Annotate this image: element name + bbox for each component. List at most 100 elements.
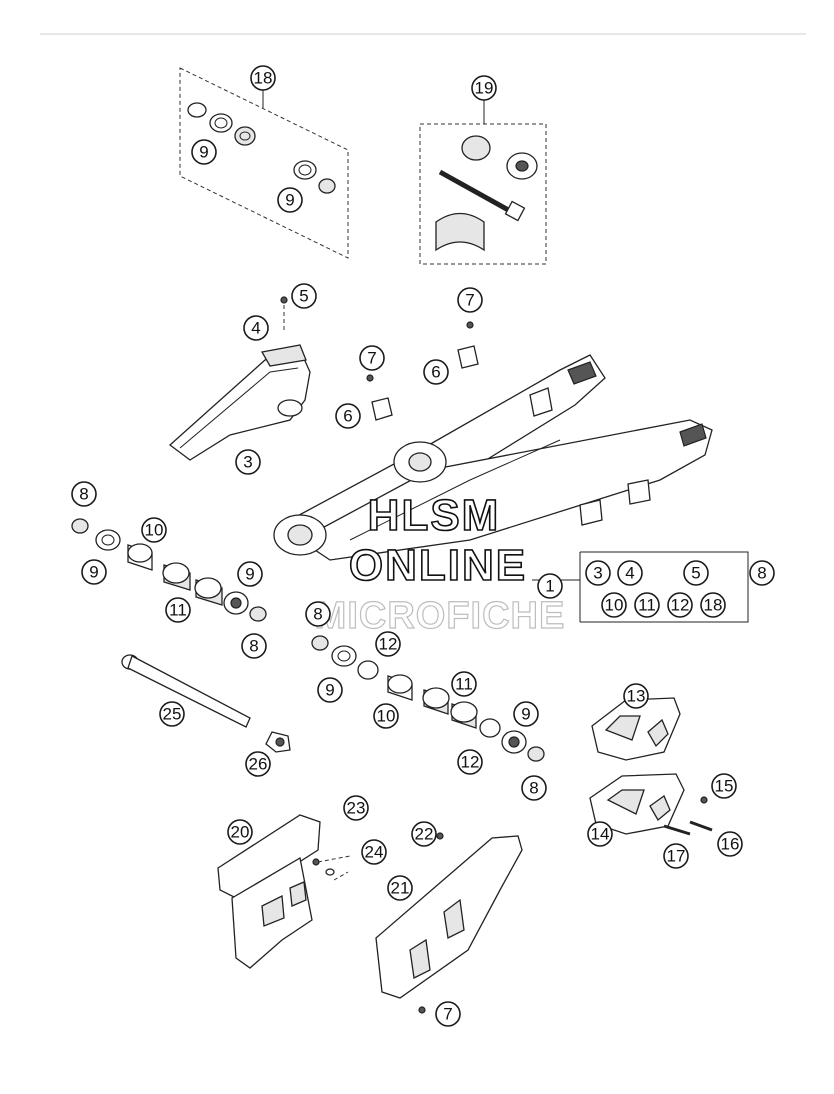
watermark-line2: ONLINE: [349, 541, 527, 590]
svg-text:9: 9: [245, 565, 254, 584]
svg-text:4: 4: [251, 319, 260, 338]
callout-8-left-bottom: 8: [241, 633, 267, 659]
callout-13: 13: [623, 683, 649, 709]
svg-text:22: 22: [415, 825, 434, 844]
svg-text:10: 10: [145, 521, 164, 540]
callout-kit-10: 10: [601, 592, 627, 618]
svg-text:11: 11: [638, 596, 656, 615]
callout-kit-3: 3: [585, 560, 611, 586]
callout-18-top: 18: [250, 65, 276, 91]
callout-8-left-top: 8: [71, 481, 97, 507]
callout-20: 20: [227, 819, 253, 845]
callout-kit-11: 11: [634, 592, 660, 618]
swingarm: [273, 354, 713, 561]
svg-text:5: 5: [299, 287, 308, 306]
svg-text:5: 5: [691, 564, 700, 583]
svg-text:10: 10: [605, 596, 624, 615]
callout-6-left: 6: [335, 403, 361, 429]
svg-text:17: 17: [667, 847, 686, 866]
callout-kit-12: 12: [667, 592, 693, 618]
callout-6-right: 6: [423, 359, 449, 385]
left-pivot-parts: [71, 518, 267, 622]
chain-guide-clips: [366, 321, 479, 421]
callout-14: 14: [587, 821, 613, 847]
callout-24: 24: [361, 839, 387, 865]
callout-17: 17: [663, 843, 689, 869]
callout-7-bottom: 7: [435, 1001, 461, 1027]
callout-26: 26: [245, 751, 271, 777]
svg-text:8: 8: [79, 485, 88, 504]
callout-22: 22: [411, 821, 437, 847]
callout-1: 1: [537, 573, 563, 599]
svg-text:18: 18: [704, 596, 723, 615]
svg-text:25: 25: [163, 705, 182, 724]
svg-text:8: 8: [313, 605, 322, 624]
callout-8-right-top: 8: [305, 601, 331, 627]
svg-text:4: 4: [625, 564, 634, 583]
svg-text:8: 8: [529, 779, 538, 798]
callout-kit-8: 8: [749, 560, 775, 586]
svg-text:15: 15: [715, 777, 734, 796]
svg-text:7: 7: [443, 1005, 452, 1024]
callout-23: 23: [343, 795, 369, 821]
svg-text:8: 8: [757, 564, 766, 583]
svg-text:10: 10: [377, 707, 396, 726]
callout-15: 15: [711, 773, 737, 799]
svg-text:12: 12: [671, 596, 690, 615]
chain-guide: [589, 697, 713, 836]
svg-text:9: 9: [325, 681, 334, 700]
callout-19: 19: [471, 75, 497, 101]
callout-9-right-b: 9: [513, 701, 539, 727]
callout-21: 21: [387, 875, 413, 901]
chain-guard-left: [217, 814, 335, 969]
right-pivot-parts: [311, 635, 545, 762]
svg-text:24: 24: [365, 843, 384, 862]
callout-12-right-top: 12: [375, 631, 401, 657]
svg-text:3: 3: [593, 564, 602, 583]
svg-text:9: 9: [199, 143, 208, 162]
svg-text:11: 11: [169, 601, 187, 620]
svg-text:16: 16: [721, 835, 740, 854]
svg-text:20: 20: [231, 823, 250, 842]
callout-12-right-bottom: 12: [457, 749, 483, 775]
callout-9-left-b: 9: [237, 561, 263, 587]
svg-text:7: 7: [367, 349, 376, 368]
watermark-line3: MICROFICHE: [315, 595, 566, 637]
chain-slider: [168, 296, 311, 461]
svg-text:12: 12: [461, 753, 480, 772]
svg-text:6: 6: [431, 363, 440, 382]
callout-5-slider: 5: [291, 283, 317, 309]
bearing-kit-box: [179, 67, 349, 259]
callout-25: 25: [159, 701, 185, 727]
svg-text:18: 18: [254, 69, 273, 88]
svg-text:1: 1: [545, 577, 554, 596]
leader-lines: [317, 855, 351, 881]
svg-text:26: 26: [249, 755, 268, 774]
svg-text:11: 11: [455, 675, 473, 694]
watermark-line1: HLSM: [368, 491, 501, 540]
callout-8-right-bottom: 8: [521, 775, 547, 801]
callout-kit-18: 18: [700, 592, 726, 618]
svg-text:8: 8: [249, 637, 258, 656]
pivot-shaft: [121, 654, 291, 753]
callout-9-kit-b: 9: [277, 187, 303, 213]
callout-10-right: 10: [373, 703, 399, 729]
svg-text:21: 21: [391, 879, 410, 898]
callout-10-left: 10: [141, 517, 167, 543]
callout-7-left: 7: [359, 345, 385, 371]
svg-text:6: 6: [343, 407, 352, 426]
svg-text:3: 3: [243, 453, 252, 472]
svg-text:13: 13: [627, 687, 646, 706]
svg-text:14: 14: [591, 825, 610, 844]
svg-text:9: 9: [521, 705, 530, 724]
svg-text:12: 12: [379, 635, 398, 654]
svg-text:9: 9: [285, 191, 294, 210]
callout-9-left-a: 9: [81, 559, 107, 585]
callout-3-slider: 3: [235, 449, 261, 475]
callout-9-right-a: 9: [317, 677, 343, 703]
callout-7-right: 7: [457, 287, 483, 313]
callout-kit-4: 4: [617, 560, 643, 586]
svg-text:23: 23: [347, 799, 366, 818]
callout-11-left: 11: [165, 597, 191, 623]
